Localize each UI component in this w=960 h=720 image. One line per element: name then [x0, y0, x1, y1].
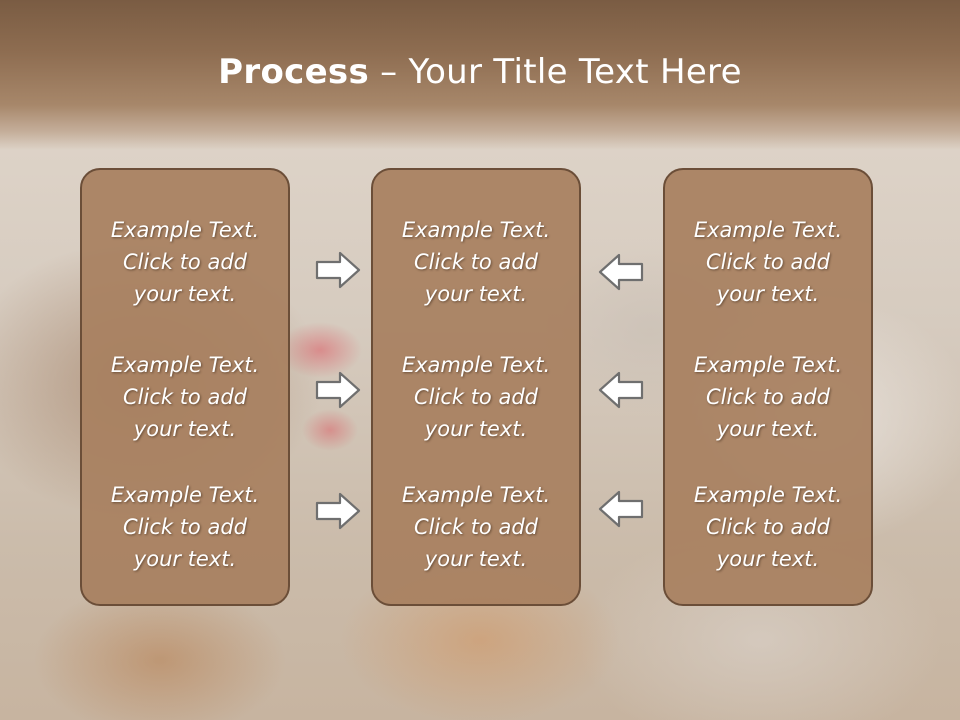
text-placeholder[interactable]: Example Text. Click to add your text.: [665, 479, 871, 575]
placeholder-line: your text.: [716, 547, 820, 571]
title-rest: – Your Title Text Here: [369, 52, 742, 92]
placeholder-line: your text.: [424, 547, 528, 571]
process-panel-left: Example Text. Click to add your text. Ex…: [80, 168, 290, 606]
placeholder-line: Example Text.: [693, 218, 843, 242]
placeholder-line: Click to add: [413, 250, 538, 274]
placeholder-line: Click to add: [122, 385, 247, 409]
text-placeholder[interactable]: Example Text. Click to add your text.: [373, 349, 579, 445]
right-arrow-icon[interactable]: [314, 490, 362, 532]
right-arrow-icon[interactable]: [314, 249, 362, 291]
left-arrow-icon[interactable]: [597, 369, 645, 411]
placeholder-line: Click to add: [705, 515, 830, 539]
process-panel-right: Example Text. Click to add your text. Ex…: [663, 168, 873, 606]
placeholder-line: Click to add: [122, 515, 247, 539]
placeholder-line: Click to add: [413, 515, 538, 539]
placeholder-line: Click to add: [413, 385, 538, 409]
placeholder-line: Example Text.: [110, 483, 260, 507]
left-arrow-icon[interactable]: [597, 488, 645, 530]
title-bar: [0, 0, 960, 150]
placeholder-line: Example Text.: [693, 353, 843, 377]
placeholder-line: Example Text.: [401, 218, 551, 242]
title-bold: Process: [218, 52, 370, 92]
placeholder-line: your text.: [133, 282, 237, 306]
right-arrow-icon[interactable]: [314, 369, 362, 411]
placeholder-line: Example Text.: [401, 353, 551, 377]
placeholder-line: your text.: [424, 282, 528, 306]
placeholder-line: Click to add: [705, 250, 830, 274]
placeholder-line: your text.: [716, 417, 820, 441]
placeholder-line: Example Text.: [110, 218, 260, 242]
text-placeholder[interactable]: Example Text. Click to add your text.: [373, 479, 579, 575]
placeholder-line: Click to add: [122, 250, 247, 274]
placeholder-line: Example Text.: [693, 483, 843, 507]
placeholder-line: your text.: [133, 417, 237, 441]
text-placeholder[interactable]: Example Text. Click to add your text.: [82, 479, 288, 575]
left-arrow-icon[interactable]: [597, 251, 645, 293]
text-placeholder[interactable]: Example Text. Click to add your text.: [665, 214, 871, 310]
text-placeholder[interactable]: Example Text. Click to add your text.: [665, 349, 871, 445]
slide-title[interactable]: Process – Your Title Text Here: [0, 52, 960, 92]
text-placeholder[interactable]: Example Text. Click to add your text.: [82, 214, 288, 310]
placeholder-line: your text.: [133, 547, 237, 571]
text-placeholder[interactable]: Example Text. Click to add your text.: [373, 214, 579, 310]
placeholder-line: Example Text.: [401, 483, 551, 507]
placeholder-line: Click to add: [705, 385, 830, 409]
text-placeholder[interactable]: Example Text. Click to add your text.: [82, 349, 288, 445]
placeholder-line: your text.: [716, 282, 820, 306]
placeholder-line: your text.: [424, 417, 528, 441]
process-panel-center: Example Text. Click to add your text. Ex…: [371, 168, 581, 606]
placeholder-line: Example Text.: [110, 353, 260, 377]
